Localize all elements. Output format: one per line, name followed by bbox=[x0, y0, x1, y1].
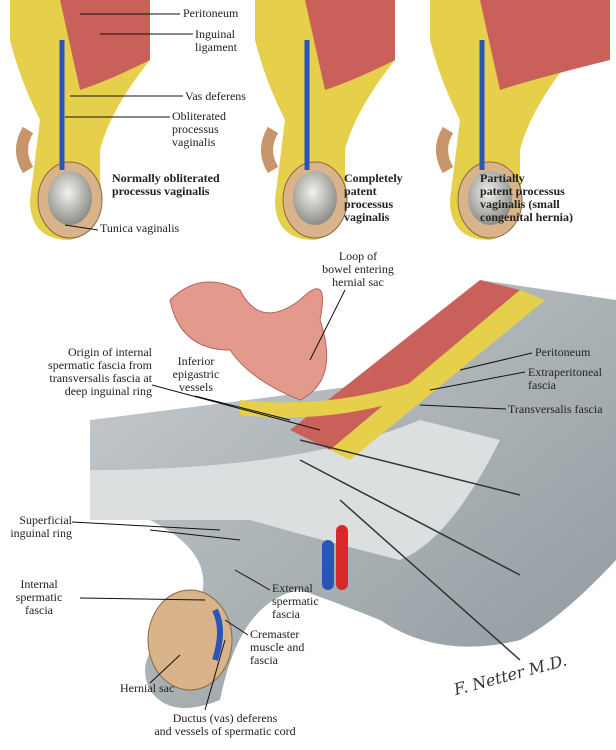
label-hernial-sac: Hernial sac bbox=[120, 681, 175, 695]
label-external-spermatic-fascia: External spermatic fascia bbox=[272, 581, 319, 621]
label-inguinal-ligament: Inguinal ligament bbox=[195, 27, 237, 54]
panel-complete bbox=[255, 0, 395, 240]
caption-complete: Completely patent processus vaginalis bbox=[344, 171, 403, 224]
label-obliterated-processus: Obliterated processus vaginalis bbox=[172, 109, 226, 149]
leader-lines bbox=[64, 13, 533, 711]
label-vas-deferens: Vas deferens bbox=[185, 89, 246, 103]
panel-normal bbox=[10, 0, 150, 240]
label-origin-internal-spermatic: Origin of internal spermatic fascia from… bbox=[48, 345, 152, 398]
label-loop-of-bowel: Loop of bowel entering hernial sac bbox=[322, 249, 394, 289]
label-inferior-epigastric: Inferior epigastric vessels bbox=[172, 354, 220, 394]
label-tunica-vaginalis: Tunica vaginalis bbox=[100, 221, 180, 235]
label-internal-spermatic-fascia: Internal spermatic fascia bbox=[15, 577, 63, 617]
signature: F. Netter M.D. bbox=[451, 651, 569, 700]
label-peritoneum-main: Peritoneum bbox=[535, 345, 591, 359]
label-cremaster: Cremaster muscle and fascia bbox=[250, 627, 305, 667]
caption-normal: Normally obliterated processus vaginalis bbox=[112, 171, 220, 198]
label-ductus-deferens: Ductus (vas) deferens and vessels of spe… bbox=[154, 711, 296, 738]
panel-partial bbox=[430, 0, 610, 240]
label-peritoneum-top: Peritoneum bbox=[183, 6, 239, 20]
label-superficial-inguinal-ring: Superficial inguinal ring bbox=[10, 513, 72, 540]
panel-inguinal-hernia bbox=[90, 280, 616, 708]
label-transversalis-fascia: Transversalis fascia bbox=[508, 402, 603, 416]
caption-partial: Partially patent processus vaginalis (sm… bbox=[480, 171, 573, 224]
label-extraperitoneal-fascia: Extraperitoneal fascia bbox=[528, 365, 602, 392]
